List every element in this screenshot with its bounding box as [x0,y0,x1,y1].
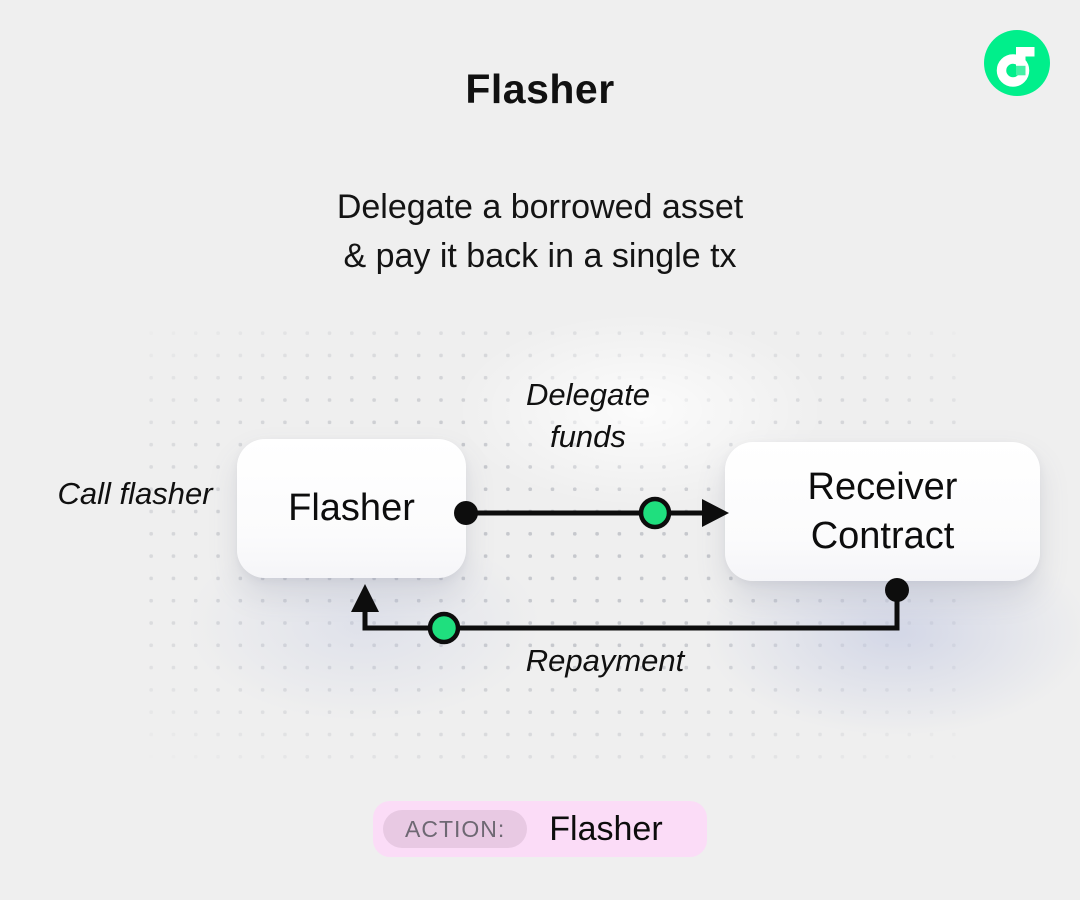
repayment-arrow [351,578,909,645]
node-receiver: Receiver Contract [725,442,1040,581]
subtitle-line-2: & pay it back in a single tx [343,237,737,275]
start-dot [454,501,478,525]
node-receiver-label: Receiver Contract [807,465,958,557]
node-flasher: Flasher [237,439,466,578]
action-pill: ACTION: Flasher [373,801,707,857]
delegate-arrow [454,496,729,530]
subtitle-line-1: Delegate a borrowed asset [336,188,744,226]
label-delegate-funds: Delegate funds [525,377,651,454]
start-dot [885,578,909,602]
action-badge: ACTION: [383,810,528,848]
page-title: Flasher [465,66,615,112]
node-flasher-label: Flasher [288,487,415,529]
moving-token [427,611,461,645]
moving-token [638,496,672,530]
label-repayment: Repayment [525,643,685,678]
label-call-flasher: Call flasher [57,476,213,511]
page-subtitle: Delegate a borrowed asset & pay it back … [0,183,1080,281]
flow-logo-icon [984,30,1050,96]
action-value: Flasher [549,809,663,848]
